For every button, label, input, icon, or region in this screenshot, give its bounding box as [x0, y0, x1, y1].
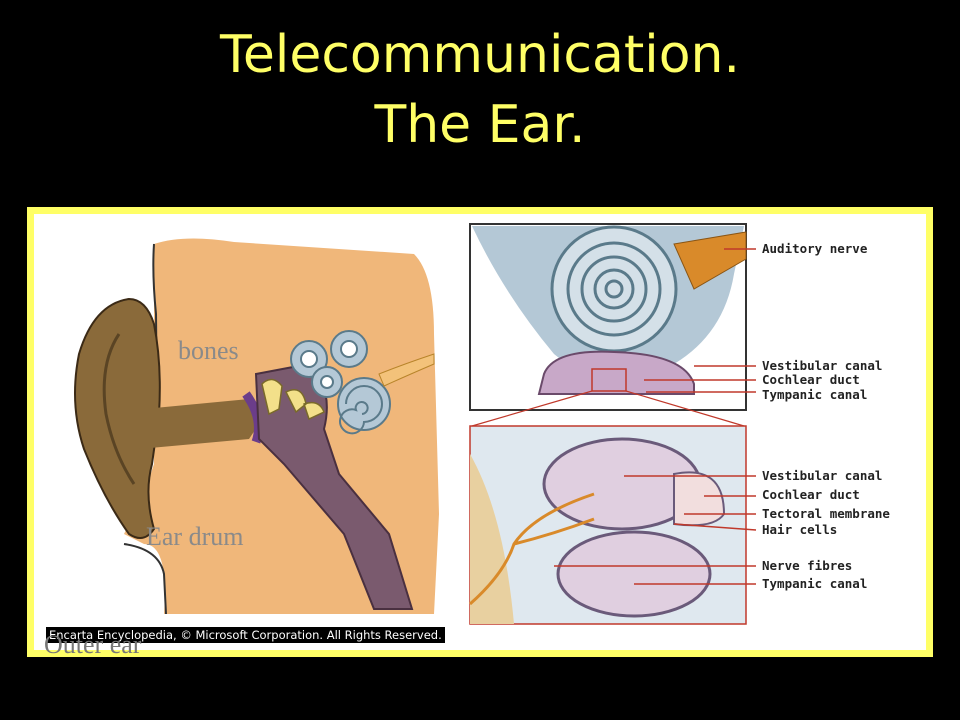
credit-line: Encarta Encyclopedia, © Microsoft Corpor…	[46, 627, 445, 643]
outer-ear-pinna	[74, 297, 161, 539]
slide-title-line2: The Ear.	[374, 95, 586, 155]
annotation-nerve-fibres: Nerve fibres	[762, 558, 852, 573]
annotation-vestibular-canal-bottom: Vestibular canal	[762, 468, 882, 483]
cochlea-small	[337, 377, 391, 435]
cochlea-cross-section	[537, 350, 695, 395]
auditory-nerve-fan	[673, 231, 747, 290]
slide-title-line1: Telecommunication.	[219, 25, 741, 85]
ossicles	[261, 378, 325, 421]
cochlea-spiral	[550, 225, 678, 353]
annotation-vestibular-canal-top: Vestibular canal	[762, 358, 882, 373]
annotation-tympanic-canal-bottom: Tympanic canal	[762, 576, 867, 591]
ear-anatomy-illustration: Auditory nerve Vestibular canal Cochlear…	[74, 223, 890, 625]
annotation-tympanic-canal-top: Tympanic canal	[762, 387, 867, 402]
nerve-fibres	[469, 492, 595, 606]
callout-lines	[554, 248, 757, 585]
semicircular-canals	[290, 330, 368, 398]
diagram-panel: Auditory nerve Vestibular canal Cochlear…	[34, 214, 926, 650]
label-bones: bones	[178, 336, 239, 365]
label-outer-ear: Outer ear	[44, 630, 142, 659]
annotation-hair-cells: Hair cells	[762, 522, 837, 537]
auditory-nerve-small	[378, 353, 435, 387]
annotation-cochlear-duct-bottom: Cochlear duct	[762, 487, 860, 502]
annotation-tectoral-membrane: Tectoral membrane	[762, 506, 890, 521]
label-ear-drum: Ear drum	[146, 522, 244, 551]
ear-canal	[139, 399, 259, 449]
annotation-cochlear-duct-top: Cochlear duct	[762, 372, 860, 387]
annotation-auditory-nerve: Auditory nerve	[762, 241, 868, 256]
tympanic-chamber	[556, 530, 712, 618]
